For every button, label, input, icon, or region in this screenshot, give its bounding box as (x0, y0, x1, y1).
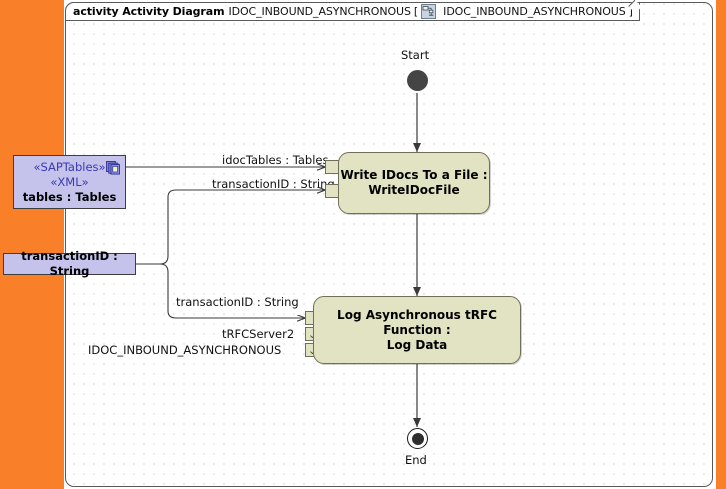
stereotype-saptables: «SAPTables» (33, 160, 106, 174)
action-label-line2: Log Data (386, 337, 448, 352)
diagram-qualified-name-label: IDOC_INBOUND_ASYNCHRONOUS (443, 5, 626, 18)
diagram-kind-label: activity Activity Diagram (73, 5, 225, 18)
action-label-line1: Write IDocs To a File : (340, 168, 488, 182)
diagram-header-tab[interactable]: activity Activity Diagram IDOC_INBOUND_A… (65, 0, 642, 21)
stereotype-xml: «XML» (50, 175, 89, 189)
diagram-frame[interactable] (65, 2, 713, 487)
object-node-label: tables : Tables (22, 190, 117, 204)
stacked-copies-icon (106, 160, 121, 175)
object-node-sap-tables[interactable]: «SAPTables» «XML» tables : Tables (13, 155, 126, 209)
pin-glyph: ⌄ (308, 329, 317, 340)
edge-label-idoc-tables: idocTables : Tables (222, 153, 329, 167)
bracket-open: [ (413, 5, 419, 18)
pin-label-idoc-inbound-asynchronous: IDOC_INBOUND_ASYNCHRONOUS (88, 343, 282, 357)
final-node-center (411, 432, 424, 445)
canvas-grid (66, 3, 712, 486)
end-node-label: End (405, 453, 427, 467)
edge-label-transaction-id-top: transactionID : String (212, 177, 335, 191)
object-node-transaction-id[interactable]: transactionID : String (3, 249, 136, 278)
action-write-idocs-to-a-file[interactable]: Write IDocs To a File : WriteIDocFile (338, 152, 490, 214)
left-selection-band (0, 0, 64, 489)
pin-label-trfc-server2: tRFCServer2 (222, 327, 295, 341)
action-label-line2: WriteIDocFile (368, 183, 460, 197)
action-label-line1: Log Asynchronous tRFC Function : (337, 307, 497, 337)
diagram-name-label: IDOC_INBOUND_ASYNCHRONOUS (228, 5, 411, 18)
start-node-label: Start (401, 48, 430, 62)
pin-glyph: ⌄ (308, 345, 317, 356)
right-selection-band (716, 0, 726, 489)
bracket-close: ] (628, 5, 633, 18)
object-node-label: transactionID : String (21, 249, 118, 278)
action-log-asynchronous-trfc-function[interactable]: Log Asynchronous tRFC Function : Log Dat… (313, 296, 521, 364)
initial-node[interactable] (407, 70, 428, 91)
activity-diagram-icon (421, 4, 437, 19)
edge-label-transaction-id-bottom: transactionID : String (176, 295, 299, 309)
